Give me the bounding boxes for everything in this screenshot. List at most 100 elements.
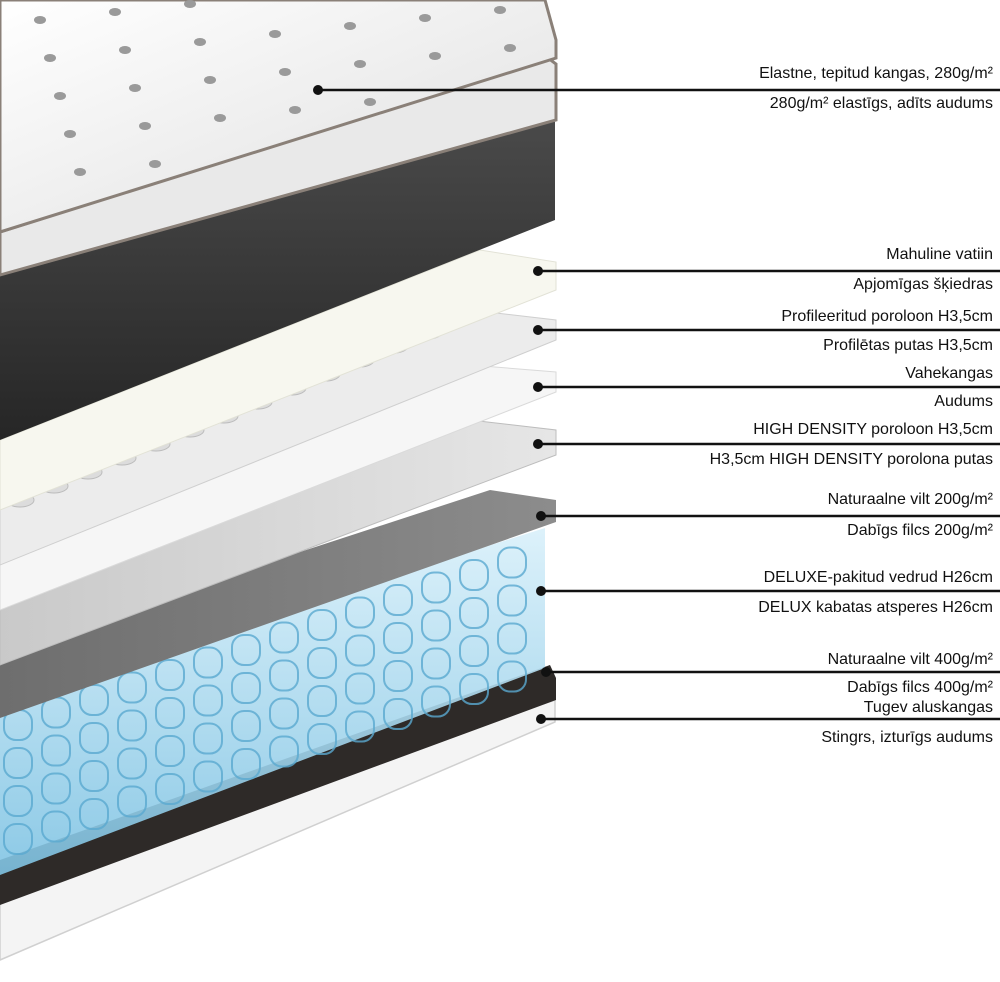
quilt-tuft xyxy=(429,52,441,60)
quilt-tuft xyxy=(44,54,56,62)
leader-dot-hd-foam xyxy=(533,439,543,449)
quilt-tuft xyxy=(74,168,86,176)
quilt-tuft xyxy=(149,160,161,168)
leader-dot-base-fabric xyxy=(536,714,546,724)
callout-top-fabric-secondary: 280g/m² elastīgs, adīts audums xyxy=(769,95,993,112)
callout-felt-400-primary: Naturaalne vilt 400g/m² xyxy=(827,651,993,668)
quilt-tuft xyxy=(344,22,356,30)
spring-coil xyxy=(383,584,413,616)
spring-coil xyxy=(459,673,489,705)
quilt-tuft xyxy=(204,76,216,84)
spring-coil xyxy=(497,546,527,579)
quilt-tufts xyxy=(34,0,516,176)
callout-pocket-springs-secondary: DELUX kabatas atsperes H26cm xyxy=(758,599,993,616)
leader-dot-felt-400 xyxy=(541,667,551,677)
quilt-tuft xyxy=(129,84,141,92)
leader-dot-spacer-fabric xyxy=(533,382,543,392)
spring-coil xyxy=(421,571,451,604)
callout-felt-400-secondary: Dabīgs filcs 400g/m² xyxy=(847,679,993,696)
quilt-tuft xyxy=(354,60,366,68)
spring-coil xyxy=(345,634,375,667)
spring-coil xyxy=(307,685,337,717)
callout-pocket-springs-primary: DELUXE-pakitud vedrud H26cm xyxy=(763,569,993,586)
spring-coil xyxy=(497,584,527,617)
leader-dot-wadding xyxy=(533,266,543,276)
spring-coil xyxy=(231,748,261,780)
spring-coil xyxy=(41,810,71,843)
callout-base-fabric-secondary: Stingrs, izturīgs audums xyxy=(821,729,993,746)
spring-coil xyxy=(345,710,375,743)
leader-dot-pocket-springs xyxy=(536,586,546,596)
callout-lines xyxy=(313,85,1000,724)
spring-coil xyxy=(79,684,109,716)
callout-felt-200-secondary: Dabīgs filcs 200g/m² xyxy=(847,522,993,539)
mattress-side-border xyxy=(0,118,555,440)
spring-coil xyxy=(41,734,71,767)
spring-coil xyxy=(459,559,489,591)
spring-coil xyxy=(497,622,527,655)
spring-coil xyxy=(79,722,109,754)
spring-coil xyxy=(193,760,223,793)
spring-coil xyxy=(345,596,375,629)
spring-coil xyxy=(459,597,489,629)
spring-coil xyxy=(155,735,185,767)
spring-coil xyxy=(3,823,33,855)
callout-base-fabric-primary: Tugev aluskangas xyxy=(863,699,993,716)
spring-coil xyxy=(193,646,223,679)
wadding-layer xyxy=(0,249,557,511)
quilt-tuft xyxy=(194,38,206,46)
callout-felt-200-primary: Naturaalne vilt 200g/m² xyxy=(827,491,993,508)
quilt-tuft xyxy=(214,114,226,122)
spring-coil xyxy=(383,660,413,692)
quilt-tuft xyxy=(494,6,506,14)
spring-coil xyxy=(383,622,413,654)
callout-spacer-fabric-primary: Vahekangas xyxy=(905,365,993,382)
spring-coil xyxy=(117,709,147,742)
callout-profiled-foam-secondary: Profilētas putas H3,5cm xyxy=(823,337,993,354)
quilt-tuft xyxy=(34,16,46,24)
spring-coil xyxy=(307,723,337,755)
spring-coil xyxy=(193,722,223,755)
callout-wadding-primary: Mahuline vatiin xyxy=(886,246,993,263)
pocket-springs-layer xyxy=(0,528,545,875)
quilt-tuft xyxy=(269,30,281,38)
quilt-tuft xyxy=(419,14,431,22)
spring-coil xyxy=(231,634,261,666)
quilt-tuft xyxy=(279,68,291,76)
spring-coil xyxy=(383,698,413,730)
quilt-tuft xyxy=(139,122,151,130)
callout-hd-foam-primary: HIGH DENSITY poroloon H3,5cm xyxy=(753,421,993,438)
spring-coil xyxy=(497,660,527,693)
spring-coil xyxy=(345,672,375,705)
quilt-tuft xyxy=(109,8,121,16)
spring-coil xyxy=(3,785,33,817)
spring-coil xyxy=(79,798,109,830)
quilt-tuft xyxy=(64,130,76,138)
spring-coil xyxy=(155,773,185,805)
spring-coil xyxy=(459,635,489,667)
quilt-tuft xyxy=(364,98,376,106)
quilt-tuft xyxy=(184,0,196,8)
callout-top-fabric-primary: Elastne, tepitud kangas, 280g/m² xyxy=(759,65,993,82)
spring-coil xyxy=(117,785,147,818)
leader-dot-top-fabric xyxy=(313,85,323,95)
pocket-springs-coils xyxy=(3,546,527,855)
callout-spacer-fabric-secondary: Audums xyxy=(934,393,993,410)
quilt-tuft xyxy=(289,106,301,114)
spring-coil xyxy=(269,621,299,654)
quilt-tuft xyxy=(119,46,131,54)
spring-coil xyxy=(117,747,147,780)
callout-profiled-foam-primary: Profileeritud poroloon H3,5cm xyxy=(781,308,993,325)
spring-coil xyxy=(155,659,185,691)
spring-coil xyxy=(269,697,299,730)
spring-coil xyxy=(307,647,337,679)
quilt-tuft xyxy=(504,44,516,52)
mattress-quilted-top xyxy=(0,0,558,234)
felt-400-layer xyxy=(0,665,556,905)
spring-coil xyxy=(307,609,337,641)
leader-dot-felt-200 xyxy=(536,511,546,521)
spring-coil xyxy=(421,647,451,680)
callout-wadding-secondary: Apjomīgas šķiedras xyxy=(853,276,993,293)
spring-coil xyxy=(3,747,33,779)
